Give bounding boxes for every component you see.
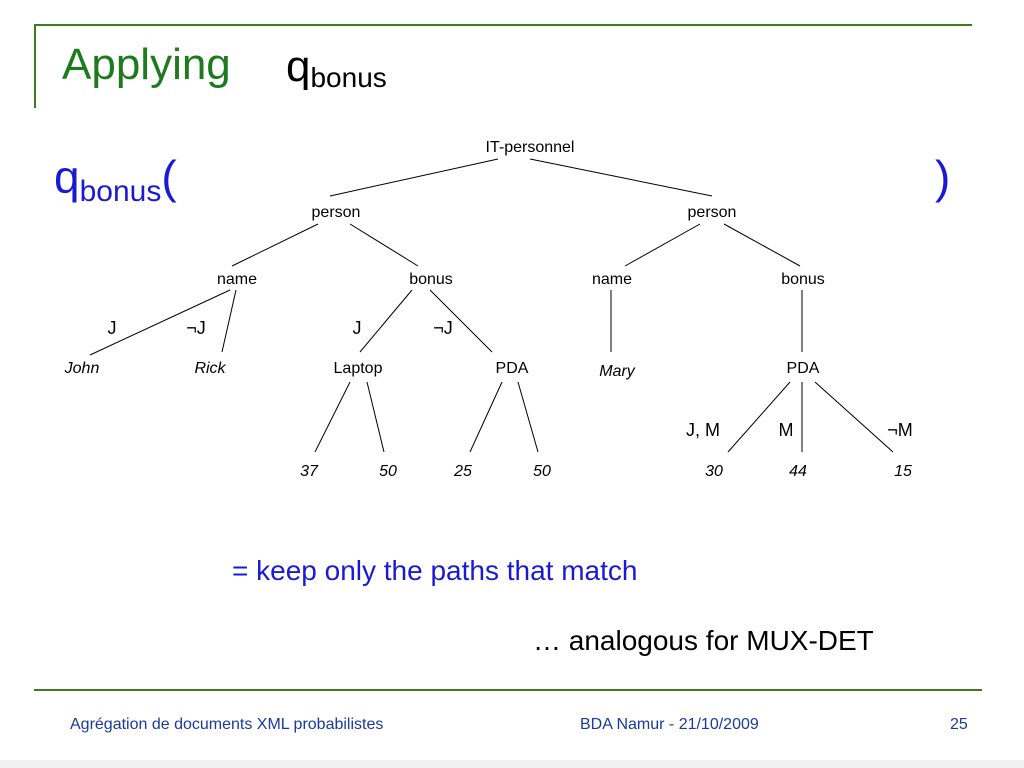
leaf-john: John xyxy=(64,360,100,377)
edge-person2-bonus xyxy=(723,223,801,267)
edge-person2-name xyxy=(624,223,701,267)
cond-m: M xyxy=(779,420,794,440)
leaf-30: 30 xyxy=(705,463,723,480)
page-number: 25 xyxy=(950,716,968,733)
edge-bonus-pda xyxy=(429,289,493,353)
leaf-50-b: 50 xyxy=(533,463,551,480)
footer-line xyxy=(34,689,982,691)
node-bonus-2: bonus xyxy=(781,271,825,288)
open-paren: ( xyxy=(161,151,177,203)
node-name-1: name xyxy=(217,271,257,288)
node-bonus-1: bonus xyxy=(409,271,453,288)
node-laptop: Laptop xyxy=(334,360,383,377)
node-person-2: person xyxy=(688,204,737,221)
analogous-note: … analogous for MUX-DET xyxy=(533,625,874,656)
leaf-mary: Mary xyxy=(599,363,636,380)
edge-root-person2 xyxy=(529,158,713,197)
edge-name-john xyxy=(89,289,231,356)
footer-event: BDA Namur - 21/10/2009 xyxy=(580,716,759,733)
frame-left-line xyxy=(34,24,36,108)
edge-person1-bonus xyxy=(349,223,419,267)
leaf-44: 44 xyxy=(789,463,807,480)
title-q: q xyxy=(286,42,311,91)
cond-not-m: ¬M xyxy=(887,420,913,440)
q-bonus-open: qbonus( xyxy=(54,150,177,209)
frame-top-line xyxy=(34,24,972,26)
q-label-subscript: bonus xyxy=(79,175,162,208)
edge-pda2-30 xyxy=(727,381,791,453)
edge-pda-25 xyxy=(469,381,503,453)
leaf-rick: Rick xyxy=(194,360,226,377)
title-q-subscript: bonus xyxy=(310,62,387,93)
cond-not-j-1: ¬J xyxy=(186,318,206,338)
edge-laptop-37 xyxy=(314,381,351,453)
edge-root-person1 xyxy=(329,158,499,197)
node-pda-1: PDA xyxy=(496,360,529,377)
q-label: q xyxy=(54,151,80,203)
cond-not-j-2: ¬J xyxy=(433,318,453,338)
bottom-band xyxy=(0,760,1024,768)
close-paren: ) xyxy=(935,151,951,203)
title-q-bonus: qbonus xyxy=(286,42,387,94)
slide-title: Applying xyxy=(62,40,231,89)
edge-name-rick xyxy=(221,289,237,353)
footer-title: Agrégation de documents XML probabiliste… xyxy=(70,716,384,733)
leaf-25: 25 xyxy=(453,463,472,480)
node-pda-2: PDA xyxy=(787,360,820,377)
edge-person1-name xyxy=(231,223,319,267)
cond-j-1: J xyxy=(108,318,117,338)
edge-pda-50 xyxy=(517,381,539,453)
leaf-37: 37 xyxy=(300,463,319,480)
leaf-50-a: 50 xyxy=(379,463,397,480)
keep-paths-note: = keep only the paths that match xyxy=(232,555,638,586)
cond-j-2: J xyxy=(353,318,362,338)
node-name-2: name xyxy=(592,271,632,288)
leaf-15: 15 xyxy=(894,463,912,480)
edge-laptop-50 xyxy=(366,381,385,453)
node-it-personnel: IT-personnel xyxy=(486,139,575,156)
edge-pda2-15 xyxy=(814,381,894,453)
edge-bonus-laptop xyxy=(359,289,413,353)
cond-j-m: J, M xyxy=(686,420,720,440)
node-person-1: person xyxy=(312,204,361,221)
